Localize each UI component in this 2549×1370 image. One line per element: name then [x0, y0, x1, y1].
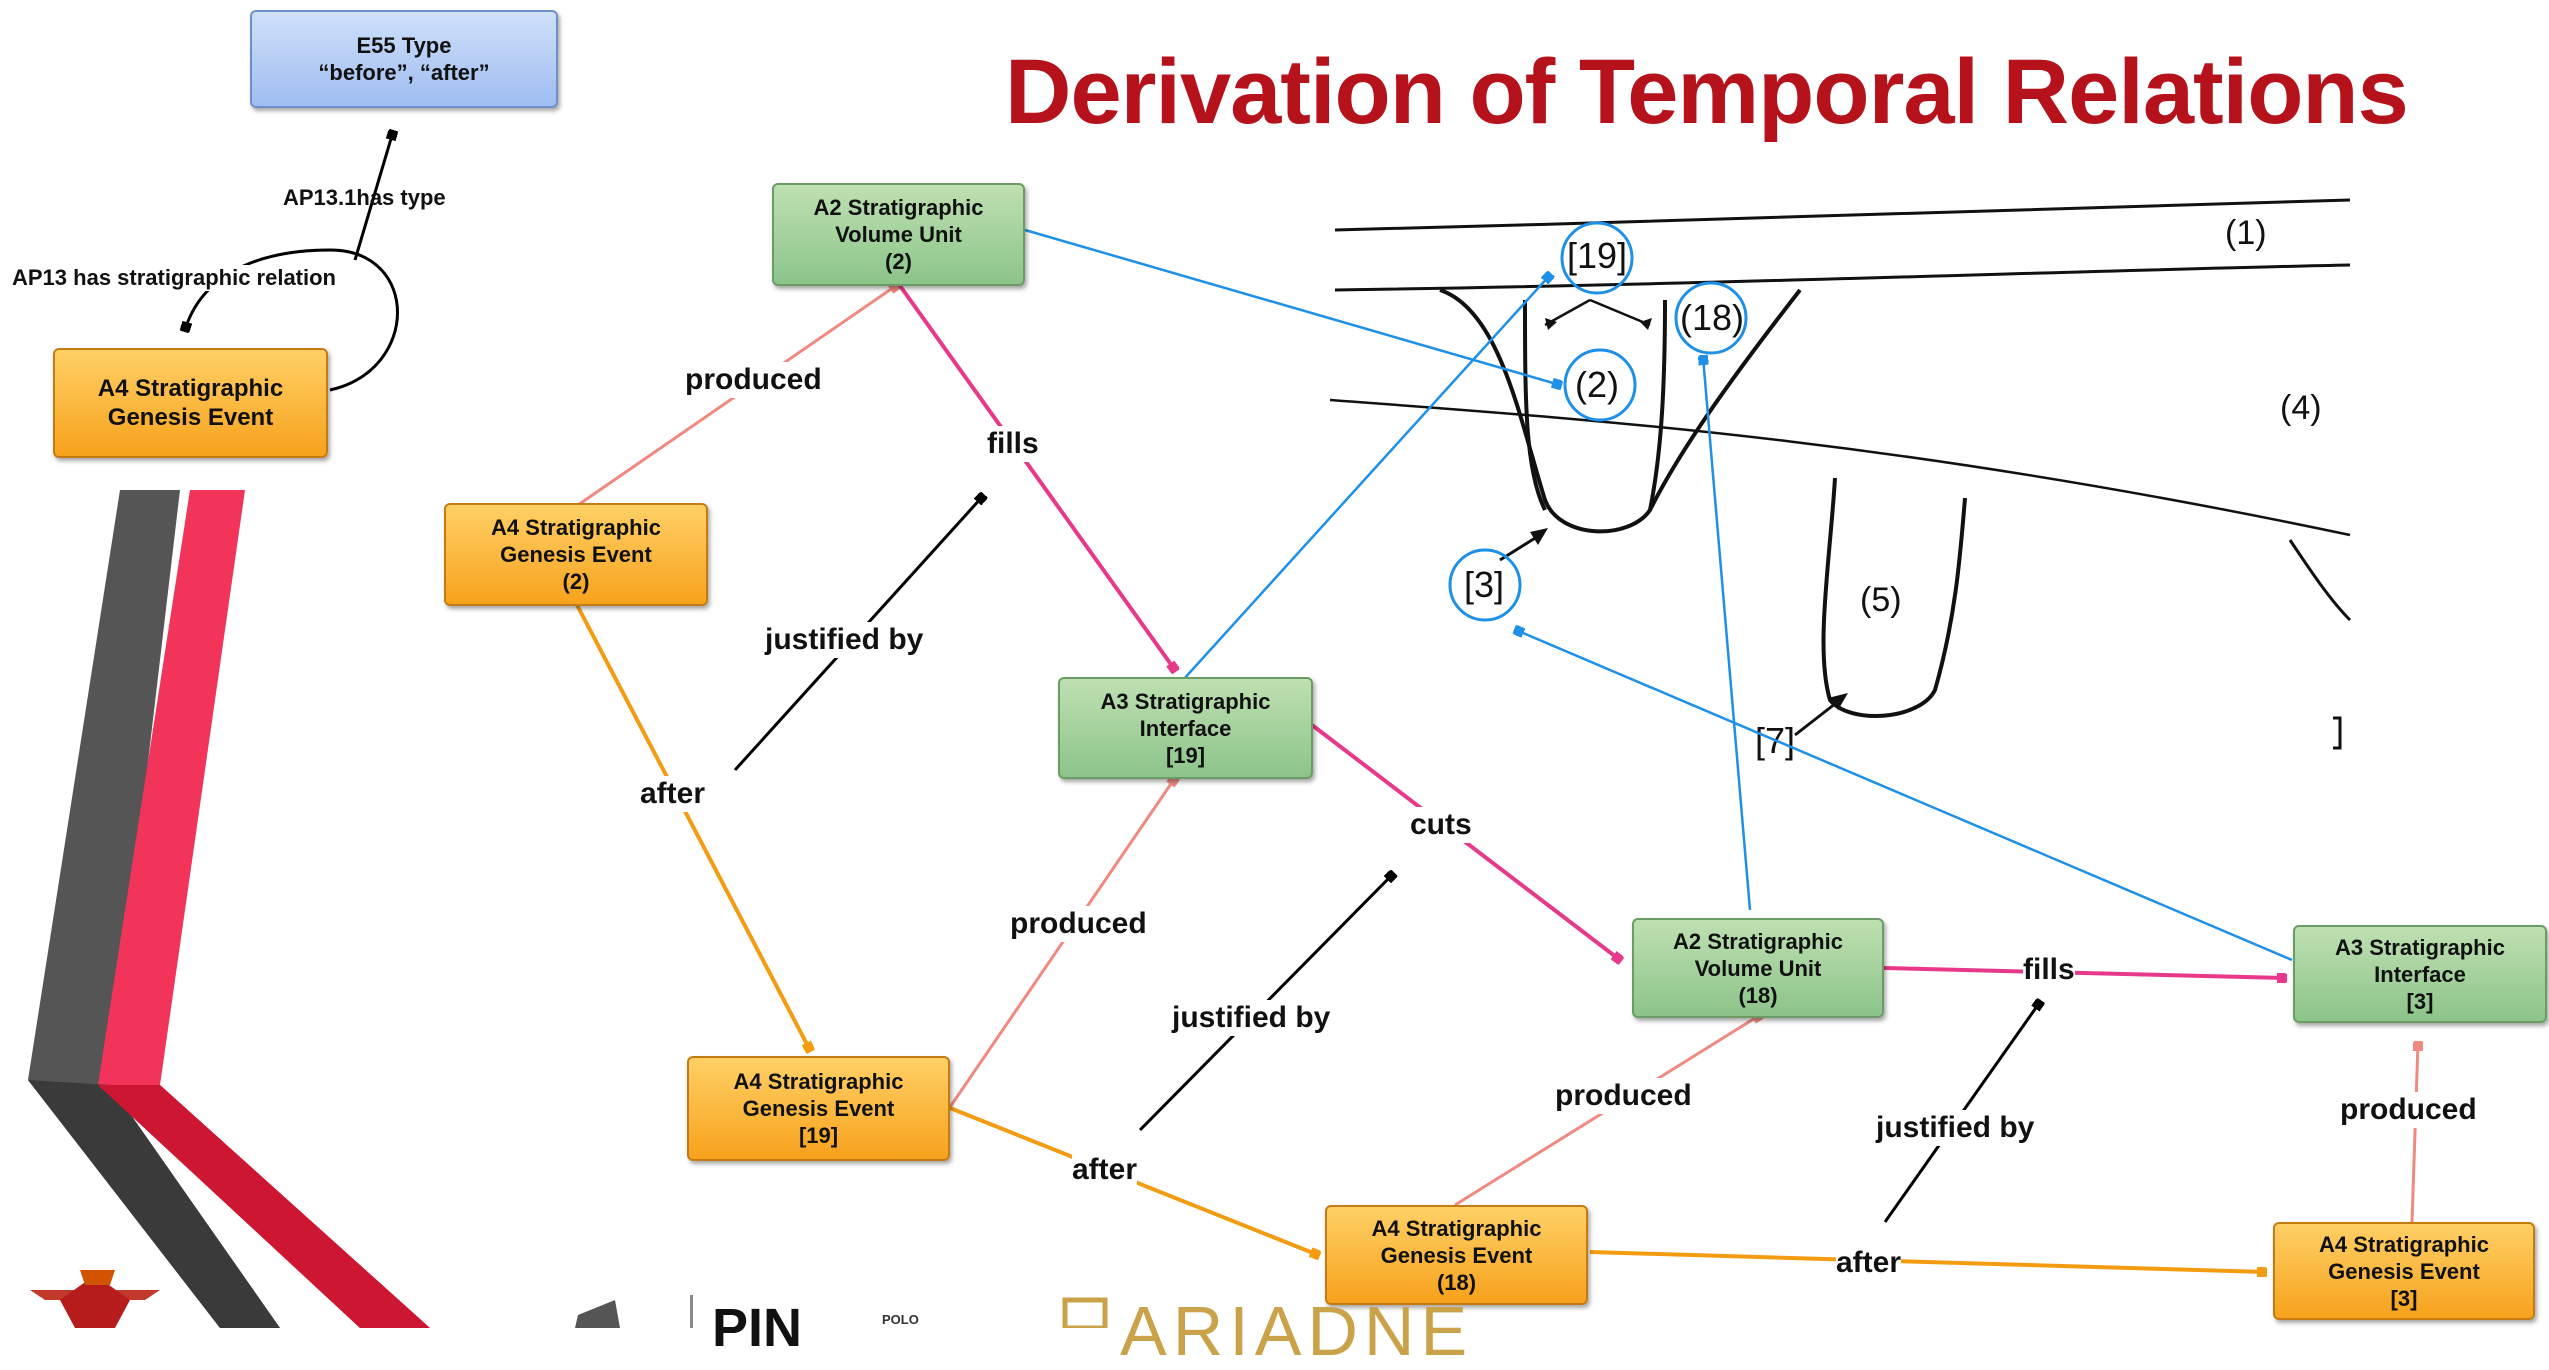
node-line: (18): [1436, 1269, 1477, 1295]
node-a4-genesis-event-2: A4 Stratigraphic Genesis Event (2): [444, 503, 708, 606]
edge-label-ap13: AP13 has stratigraphic relation: [12, 265, 336, 291]
node-a4-genesis-event-3: A4 Stratigraphic Genesis Event [3]: [2273, 1222, 2535, 1320]
edge-label-produced-18: produced: [1555, 1078, 1692, 1114]
node-line: (2): [885, 249, 912, 274]
section-label-18: (18): [1680, 297, 1745, 338]
edge-label-justified-2: justified by: [1172, 1000, 1331, 1036]
edge-label-cuts: cuts: [1410, 807, 1472, 843]
node-line: A2 Stratigraphic: [813, 195, 984, 220]
node-line: A4 Stratigraphic: [2319, 1231, 2489, 1257]
node-line: A3 Stratigraphic: [1100, 688, 1271, 714]
node-a4-genesis-event-19: A4 Stratigraphic Genesis Event [19]: [687, 1056, 950, 1161]
node-line: [3]: [2390, 1285, 2418, 1311]
stratigraphic-section-drawing: [1329, 198, 2352, 750]
node-line: [3]: [2406, 988, 2434, 1014]
edge-label-after-1: after: [640, 776, 706, 812]
node-a3-interface-3: A3 Stratigraphic Interface [3]: [2293, 925, 2547, 1023]
section-label-4: (4): [2280, 389, 2322, 427]
node-line: Genesis Event: [500, 542, 652, 567]
edge-label-after-2: after: [1072, 1152, 1138, 1188]
node-a2-volume-unit-2: A2 Stratigraphic Volume Unit (2): [772, 183, 1025, 286]
edge-label-fills-18: fills: [2023, 952, 2075, 988]
node-e55-type: E55 Type “before”, “after”: [250, 10, 558, 108]
page-title: Derivation of Temporal Relations: [1005, 41, 2409, 143]
node-line: “before”, “after”: [318, 60, 490, 85]
edge-label-justified-1: justified by: [765, 622, 924, 658]
node-line: [19]: [1165, 742, 1206, 768]
node-line: (18): [1738, 982, 1778, 1008]
node-line: A4 Stratigraphic: [97, 375, 284, 402]
node-line: A2 Stratigraphic: [1673, 928, 1843, 954]
decorative-chevron: [28, 490, 430, 1328]
edge-label-after-3: after: [1836, 1245, 1902, 1281]
blue-reference-arrows: [1024, 228, 2293, 962]
node-line: [19]: [798, 1123, 839, 1148]
node-a3-interface-19: A3 Stratigraphic Interface [19]: [1058, 677, 1313, 779]
section-label-2: (2): [1575, 364, 1619, 405]
footer-partner-logo: PIN: [712, 1298, 803, 1358]
node-line: Genesis Event: [107, 404, 274, 431]
node-a2-volume-unit-18: A2 Stratigraphic Volume Unit (18): [1632, 918, 1884, 1018]
node-line: (2): [562, 569, 590, 594]
edge-label-produced-3: produced: [2340, 1092, 2477, 1128]
node-line: Genesis Event: [742, 1096, 895, 1121]
node-line: Interface: [2374, 961, 2466, 987]
node-line: A4 Stratigraphic: [1371, 1215, 1542, 1241]
node-line: A4 Stratigraphic: [491, 515, 661, 540]
section-label-1: (1): [2225, 214, 2267, 252]
footer-partner-small: POLO: [882, 1312, 919, 1327]
node-line: Volume Unit: [1694, 955, 1822, 981]
node-line: A4 Stratigraphic: [733, 1069, 904, 1094]
edge-label-produced-19: produced: [1010, 906, 1147, 942]
edge-label-ap13-1: AP13.1has type: [283, 185, 446, 210]
section-label-19: [19]: [1567, 235, 1628, 276]
node-line: Interface: [1139, 715, 1232, 741]
node-line: Genesis Event: [1380, 1242, 1533, 1268]
edge-label-justified-3: justified by: [1876, 1110, 2035, 1146]
edge-label-fills-2: fills: [987, 426, 1039, 462]
edge-label-produced-2: produced: [685, 362, 822, 398]
node-line: Genesis Event: [2328, 1258, 2480, 1284]
node-a4-genesis-event-18: A4 Stratigraphic Genesis Event (18): [1325, 1205, 1588, 1305]
section-label-3: [3]: [1464, 564, 1505, 605]
section-label-5: (5): [1860, 581, 1902, 619]
node-a4-genesis-event-top: A4 Stratigraphic Genesis Event: [53, 348, 328, 458]
node-line: Volume Unit: [835, 222, 962, 247]
node-line: A3 Stratigraphic: [2335, 934, 2505, 960]
footer-logo-icon: [30, 1270, 1108, 1328]
node-line: E55 Type: [356, 33, 452, 58]
footer-ariadne-logo: ARIADNE: [1120, 1292, 1474, 1370]
